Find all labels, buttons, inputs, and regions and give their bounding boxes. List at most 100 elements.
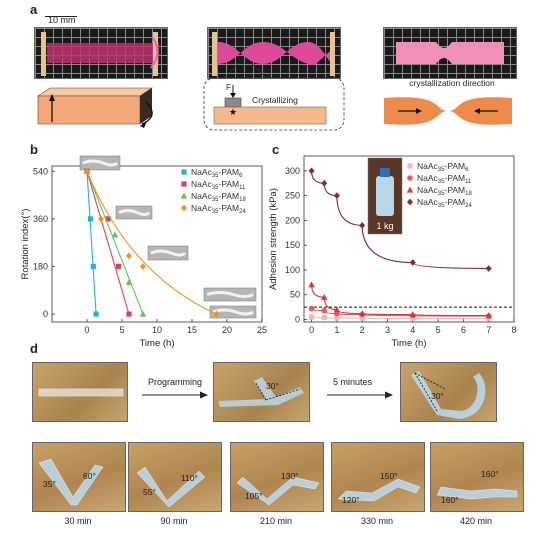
data-point-c-3-5	[485, 265, 492, 272]
angle-label: 160°	[441, 495, 459, 505]
data-point-c-3-2	[333, 192, 340, 200]
transparent-gel-strip	[38, 388, 124, 397]
legend-marker-c-2	[406, 186, 414, 193]
bottle-icon	[376, 176, 394, 216]
x-tick-b-2: 10	[152, 325, 162, 335]
x-tick-b-1: 5	[119, 325, 124, 335]
photo-crystallized-strip	[383, 27, 517, 79]
scale-bar-label: 10 mm	[48, 15, 76, 25]
y-tick-c-4: 200	[285, 215, 300, 225]
y-tick-c-3: 150	[285, 240, 300, 250]
gel-recovery-shape	[337, 478, 421, 502]
legend-label-b-2: NaAc35-PAM18	[191, 191, 246, 203]
data-point-c-0-0	[308, 314, 315, 320]
legend-label-b-3: NaAc35-PAM24	[191, 203, 246, 215]
pink-strip-crystallized	[396, 42, 504, 64]
panel-label-d: d	[30, 341, 38, 356]
gel-recovery-shape	[136, 466, 206, 508]
x-axis-label-c: Time (h)	[391, 338, 426, 348]
x-tick-c-3: 3	[385, 325, 390, 335]
angle-label: 160°	[481, 469, 499, 479]
five-minutes-arrow-icon	[327, 391, 393, 399]
data-point-b-2-3	[139, 310, 147, 317]
photo-recovery-4: 160° 160°	[430, 442, 524, 512]
gel-programmed-shape	[218, 377, 304, 407]
angle-label: 55°	[143, 487, 156, 497]
x-tick-c-5: 5	[436, 325, 441, 335]
angle-label: 110°	[181, 473, 198, 483]
x-tick-c-6: 6	[461, 325, 466, 335]
x-tick-b-0: 0	[84, 325, 89, 335]
data-point-c-0-2	[334, 315, 340, 321]
y-tick-c-0: 0	[295, 315, 300, 325]
photo-recovery-2: 105°130°	[230, 442, 324, 512]
plot-frame-c	[303, 155, 515, 323]
data-point-b-1-2	[115, 263, 122, 270]
x-tick-c-2: 2	[360, 325, 365, 335]
data-point-c-3-1	[321, 179, 328, 187]
fit-line-b-1	[86, 171, 130, 315]
photo-recovery-1: 55° 110°	[128, 442, 222, 512]
legend-marker-b-1	[181, 181, 187, 187]
angle-label: 60°	[83, 471, 96, 481]
time-label: 420 min	[459, 516, 493, 526]
data-point-b-1-1	[105, 216, 111, 222]
schematic-crystallizing: F ★ Crystallizing	[203, 61, 345, 131]
legend-marker-c-1	[407, 175, 413, 181]
crystallization-direction-label: crystallization direction	[409, 78, 495, 88]
data-point-c-1-0	[308, 305, 315, 312]
x-tick-c-8: 8	[511, 325, 516, 335]
data-point-c-1-1	[321, 307, 328, 314]
legend-label-c-0: NaAc35-PAM6	[417, 161, 469, 173]
legend-label-b-1: NaAc35-PAM11	[191, 179, 246, 191]
data-point-b-2-2	[125, 278, 133, 285]
time-label: 90 min	[160, 516, 188, 526]
legend-label-c-1: NaAc35-PAM11	[417, 173, 472, 185]
fit-line-b-3	[86, 171, 217, 315]
data-point-b-0-1	[87, 216, 94, 222]
y-tick-b-0: 0	[43, 309, 48, 319]
angle-label: 120°	[342, 495, 360, 505]
data-point-c-0-1	[321, 314, 327, 321]
y-tick-c-5: 250	[285, 191, 300, 201]
data-point-c-0-3	[359, 315, 365, 321]
x-tick-b-3: 15	[187, 325, 197, 335]
legend-label-c-3: NaAc35-PAM24	[417, 197, 472, 209]
gel-recovery-shape	[236, 476, 320, 506]
angle-label-hook: 30°	[431, 391, 444, 401]
data-point-c-2-0	[308, 281, 315, 288]
x-tick-c-1: 1	[334, 325, 339, 335]
data-point-b-1-3	[126, 311, 132, 317]
x-tick-b-5: 25	[257, 325, 267, 335]
angle-label: 150°	[380, 471, 398, 481]
data-point-b-3-3	[140, 263, 146, 270]
data-point-c-3-4	[409, 259, 416, 266]
y-tick-c-2: 100	[285, 265, 300, 275]
x-tick-c-4: 4	[410, 325, 415, 335]
gel-recovery-shape	[436, 486, 518, 500]
data-point-b-0-2	[90, 263, 96, 270]
panel-label-a: a	[30, 2, 38, 17]
data-point-c-3-3	[359, 221, 366, 229]
legend-label-c-2: NaAc35-PAM18	[417, 185, 472, 197]
photo-twisted-strip	[207, 27, 341, 79]
angle-label-programmed: 30°	[266, 381, 279, 391]
panel-label-b: b	[30, 142, 38, 157]
x-tick-c-7: 7	[486, 325, 491, 335]
data-point-c-2-1	[321, 293, 328, 300]
gel-recovery-shape	[38, 458, 104, 506]
legend-marker-b-0	[181, 169, 187, 175]
data-point-c-2-5	[485, 312, 492, 319]
schematic-bar-twist	[37, 87, 153, 128]
y-tick-c-1: 50	[290, 290, 300, 300]
photo-recovery-0: 35° 60°	[32, 442, 126, 512]
data-point-c-2-3	[358, 310, 366, 317]
gel-hook-shape	[411, 371, 486, 419]
data-point-b-3-4	[213, 310, 220, 318]
scale-bar-line	[45, 16, 77, 17]
nucleus-star-icon: ★	[229, 107, 237, 117]
angle-label: 35°	[43, 479, 56, 489]
time-label: 30 min	[64, 516, 92, 526]
